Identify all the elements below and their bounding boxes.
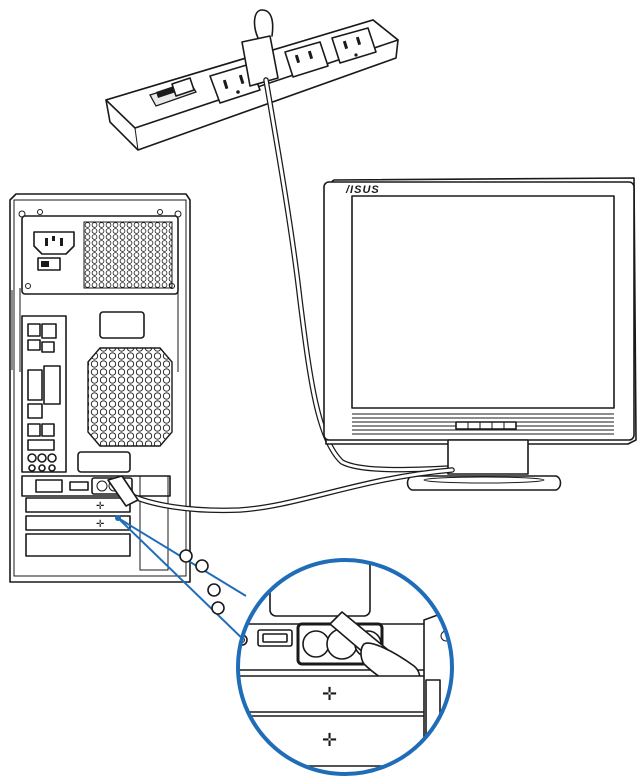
psu-switch[interactable]: [37, 257, 61, 271]
monitor-brand-logo: /ISUS: [345, 184, 380, 196]
tower-lower-ports: [179, 549, 225, 615]
svg-text:✛: ✛: [96, 501, 104, 512]
desktop-tower-icon: ✛ ✛: [9, 193, 191, 583]
power-strip-icon: [105, 9, 399, 151]
case-fan-grill: [87, 347, 173, 447]
power-switch[interactable]: [149, 77, 197, 107]
svg-text:✛: ✛: [322, 730, 337, 750]
power-plug: [241, 9, 279, 87]
rear-io-panel: [21, 315, 67, 473]
magnifier-callout-icon: ✛ ✛: [236, 558, 454, 776]
svg-text:✛: ✛: [96, 519, 104, 530]
svg-text:✛: ✛: [322, 684, 337, 704]
vga-cable-icon: [107, 467, 455, 514]
monitor-front-buttons[interactable]: [455, 421, 517, 430]
power-cable: [263, 77, 453, 473]
power-inlet[interactable]: [33, 231, 75, 255]
monitor-icon: /ISUS: [323, 177, 637, 491]
